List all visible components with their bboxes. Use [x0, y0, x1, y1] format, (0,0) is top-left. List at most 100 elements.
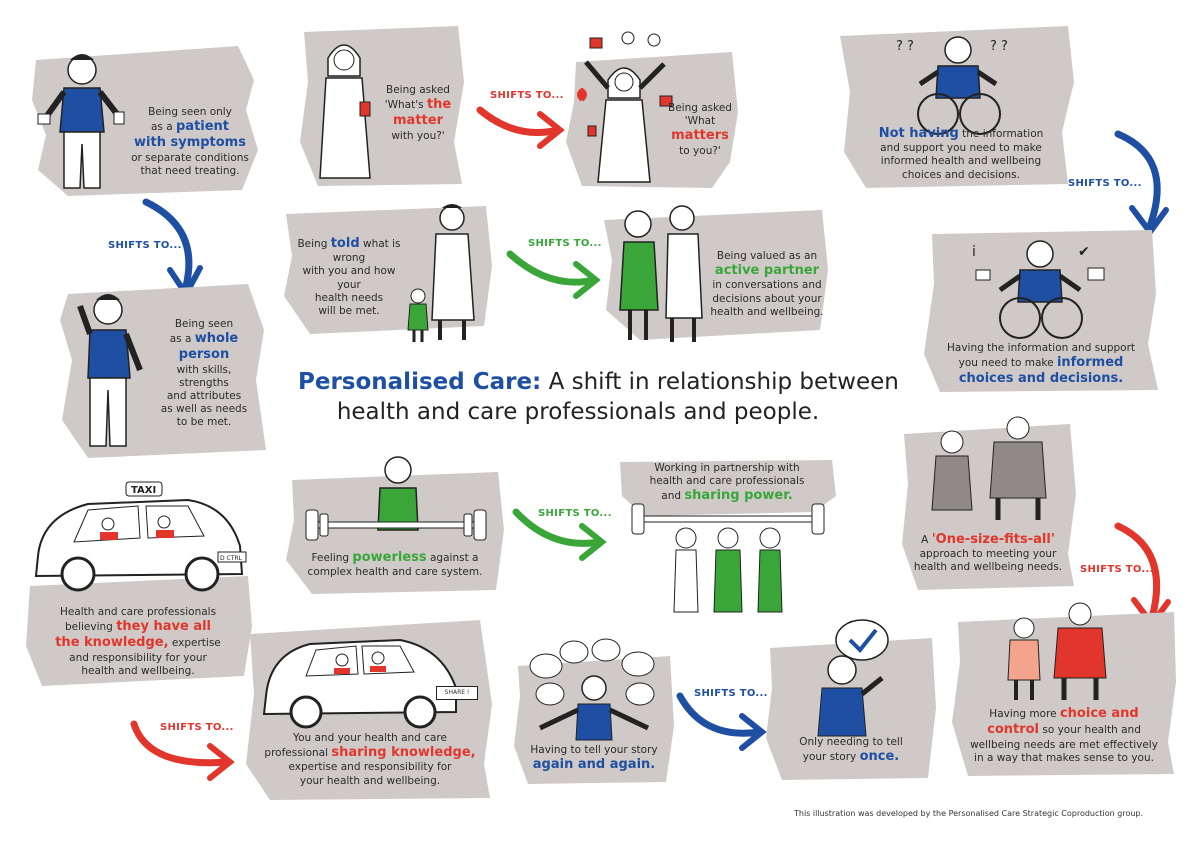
- told-line-a: Being: [297, 238, 328, 250]
- partner-line-c: decisions about your: [712, 292, 822, 305]
- sharing-power-highlight: sharing power.: [684, 488, 793, 504]
- title-line-2: health and care professionals and people…: [336, 398, 820, 425]
- panel-sharing-power: Working in partnership with health and c…: [614, 456, 840, 616]
- two-people-color-icon: [1007, 602, 1107, 700]
- speech-bubble-check-icon: [835, 619, 889, 661]
- once-line-a: Only needing to tell: [799, 736, 903, 748]
- panel-one-size: A 'One-size-fits-all' approach to meetin…: [898, 414, 1078, 592]
- panel-not-having: ? ? ? ? Not having the information and s…: [836, 22, 1076, 192]
- choice-line-a: Having more: [989, 708, 1057, 720]
- patient-line-a: Being seen only: [148, 106, 232, 118]
- svg-text:? ?: ? ?: [990, 39, 1008, 54]
- partner-line-a: Being valued as an: [716, 250, 818, 262]
- told-line-b: what is wrong: [332, 238, 401, 265]
- title-highlight: Personalised Care:: [298, 369, 542, 395]
- sharing-power-line-c: and: [661, 490, 682, 503]
- two-people-icon: [931, 416, 1047, 520]
- choice-line-c: wellbeing needs are met effectively: [970, 738, 1158, 751]
- gray-smear: [604, 210, 828, 340]
- whole-line-b: as a: [169, 333, 192, 346]
- panel-once: Only needing to tell your story once.: [762, 618, 940, 784]
- patient-line-b: as a: [150, 121, 173, 134]
- powerless-highlight: powerless: [352, 550, 427, 565]
- panel-choice-control: Having more choice and control so your h…: [948, 602, 1180, 778]
- having-line-b: you need to make: [958, 357, 1054, 370]
- choice-line-d: in a way that makes sense to you.: [974, 751, 1154, 764]
- having-highlight: informed: [1056, 355, 1124, 371]
- share-plate: SHARE !: [436, 686, 478, 700]
- shift-arrow-icon: [676, 692, 767, 751]
- sharing-power-line-b: health and care professionals: [649, 475, 805, 488]
- knowledge-line-d: and responsibility for your: [69, 651, 207, 664]
- speech-bubbles-person-icon: [529, 638, 655, 741]
- once-highlight: once.: [859, 749, 900, 765]
- shift-label: SHIFTS TO...: [490, 90, 564, 101]
- knowledge-line-b: believing: [64, 621, 113, 634]
- whole-line-d: strengths: [179, 376, 229, 389]
- gray-smear: [620, 460, 836, 516]
- panel-active-partner: Being valued as an active partner in con…: [600, 200, 830, 346]
- not-having-line-c: informed health and wellbeing: [880, 155, 1042, 168]
- told-line-c: with you and how your: [302, 265, 396, 291]
- matters-line-a: Being asked: [668, 102, 732, 114]
- matter-highlight: the: [426, 97, 452, 113]
- having-highlight-2: choices and decisions.: [958, 371, 1124, 387]
- panel-the-matter: Being asked 'What's the matter with you?…: [298, 22, 466, 190]
- knowledge-line-a: Health and care professionals: [59, 606, 217, 618]
- whole-highlight: whole: [194, 331, 239, 347]
- partner-line-d: health and wellbeing.: [710, 305, 824, 318]
- barbell-person-icon: [305, 456, 487, 541]
- patient-and-doctor-icon: [619, 205, 703, 342]
- panel-sharing-knowledge: SHARE ! You and your health and care pro…: [240, 614, 500, 802]
- woman-figure-icon: [319, 44, 371, 179]
- shift-label: SHIFTS TO...: [694, 688, 768, 699]
- knowledge-line-c: expertise: [171, 637, 221, 650]
- joyful-woman-figure-icon: [577, 31, 673, 183]
- whole-line-g: to be met.: [176, 416, 232, 429]
- again-highlight: again and again.: [532, 757, 656, 773]
- matter-line-c: with you?': [391, 129, 445, 142]
- partner-highlight: active partner: [714, 263, 820, 279]
- told-line-e: will be met.: [318, 304, 380, 317]
- powerless-line-b: against a: [430, 552, 479, 564]
- doctor-and-small-patient-icon: [407, 204, 475, 342]
- not-having-highlight: Not having: [878, 126, 959, 141]
- sharing-knowledge-line-a: You and your health and care: [293, 732, 447, 744]
- once-line-b: your story: [802, 751, 857, 764]
- shift-label: SHIFTS TO...: [538, 508, 612, 519]
- car-icon: [262, 638, 457, 729]
- shift-label: SHIFTS TO...: [108, 240, 182, 251]
- panel-patient: Being seen only as a patient with sympto…: [28, 40, 260, 200]
- panel-powerless: Feeling powerless against a complex heal…: [282, 450, 508, 596]
- whole-highlight-2: person: [178, 347, 230, 363]
- panel-told: Being told what is wrong with you and ho…: [280, 196, 494, 346]
- patient-line-d: that need treating.: [140, 164, 240, 177]
- shift-arrow-icon: [130, 720, 235, 781]
- powerless-line-a: Feeling: [311, 552, 350, 564]
- one-size-line-b: approach to meeting your: [919, 548, 1057, 561]
- patient-highlight-2: with symptoms: [134, 135, 246, 151]
- svg-text:✔: ✔: [1078, 244, 1090, 260]
- credit-text: This illustration was developed by the P…: [794, 809, 1144, 818]
- not-having-line-d: choices and decisions.: [902, 168, 1020, 181]
- sharing-knowledge-line-c: expertise and responsibility for: [288, 761, 452, 774]
- shift-arrow-icon: [512, 508, 607, 561]
- whole-line-c: with skills,: [176, 363, 232, 376]
- again-line-a: Having to tell your story: [530, 744, 658, 756]
- sharing-knowledge-line-d: your health and wellbeing.: [299, 774, 441, 787]
- shift-arrow-icon: [476, 106, 565, 149]
- not-having-line-b: and support you need to make: [880, 142, 1042, 155]
- panel-whole-person: Being seen as a whole person with skills…: [58, 280, 268, 462]
- three-people-lifting-icon: [631, 503, 825, 613]
- svg-text:? ?: ? ?: [896, 39, 914, 54]
- shift-label: SHIFTS TO...: [1080, 564, 1154, 575]
- shift-arrow-icon: [1114, 130, 1169, 238]
- panel-having-info: i ✔ Having the information and support y…: [920, 224, 1160, 396]
- gray-smear: [26, 576, 252, 686]
- shift-label: SHIFTS TO...: [1068, 178, 1142, 189]
- wheelchair-user-icon: ? ? ? ?: [896, 36, 1008, 135]
- choice-highlight-2: control: [987, 722, 1040, 738]
- matter-line-b: 'What's: [384, 99, 424, 112]
- sharing-knowledge-highlight: sharing knowledge,: [331, 745, 476, 761]
- whole-line-e: and attributes: [166, 389, 242, 402]
